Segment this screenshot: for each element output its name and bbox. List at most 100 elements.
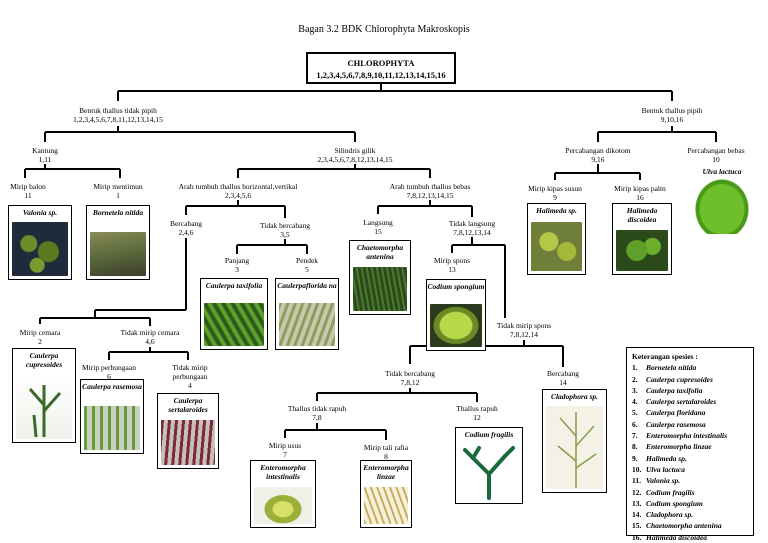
card-caulerpa-sertalaroides: Caulerpa sertalaroides: [157, 393, 219, 469]
legend-item-number: 10.: [632, 464, 642, 474]
legend-item: 7. Enteromorpha intestinalis: [632, 430, 748, 441]
legend-item: 12. Codium fragilis: [632, 487, 748, 498]
legend-item: 16.Halimeda discoidea: [632, 532, 748, 543]
legend-item: 6.Caulerpa rasemosa: [632, 419, 748, 430]
legend-item-name: Enteromorpha intestinalis: [646, 431, 728, 441]
chaetomorpha-photo: [353, 267, 407, 311]
card-valonia: Valonia sp.: [8, 205, 72, 280]
enteromorpha-linzae-photo: [364, 487, 408, 524]
legend-item: 1. Bornetela nitida: [632, 362, 748, 373]
codium-fragilis-plant-icon: [463, 446, 515, 500]
card-cladophora: Cladophora sp.: [542, 389, 607, 493]
legend-item-number: 4.: [632, 397, 638, 407]
legend-item: 4. Caulerpa sertalaroides: [632, 396, 748, 407]
card-enteromorpha-linzae: Enteromorpha linzae: [360, 460, 412, 528]
legend-item-number: 12.: [632, 487, 642, 497]
card-caulerpa-cupresoides: Caulerpa cupresoides: [12, 348, 76, 443]
card-halimeda-discoidea: Halimeda discoidea: [612, 203, 672, 275]
bornetela-photo: [90, 232, 146, 276]
root-numbers: 1,2,3,4,5,6,7,8,9,10,11,12,13,14,15,16: [316, 70, 446, 80]
caulerpa-sertalaroides-photo: [161, 420, 215, 465]
legend-item-name: Bornetela nitida: [646, 363, 697, 373]
legend-list: 1. Bornetela nitida 2. Caulerpa cupresoides…: [632, 362, 748, 543]
legend-item-number: 6.: [632, 419, 638, 429]
legend-item-name: Caulerpa floridana: [646, 408, 706, 418]
legend-item-name: Caulerpa sertalaroides: [646, 397, 717, 407]
legend-item-name: Ulva lactuca: [646, 464, 685, 474]
legend-item: 8. Enteromorpha linzae: [632, 441, 748, 452]
valonia-photo: [12, 222, 68, 276]
ulva-photo: [695, 179, 749, 234]
caulerpa-rasemosa-photo: [84, 406, 140, 450]
legend-item-name: Valonia sp.: [646, 476, 681, 486]
legend-item-name: Codium spongium: [646, 498, 703, 508]
enteromorpha-intestinalis-photo: [254, 487, 312, 524]
legend-item-number: 8.: [632, 442, 638, 452]
legend-item-number: 7.: [632, 431, 638, 441]
codium-spongium-photo: [430, 304, 482, 347]
caulerpa-floridana-photo: [279, 303, 335, 346]
halimeda-sp-photo: [531, 222, 582, 271]
legend-item-name: Codium fragilis: [646, 487, 695, 497]
legend-item-number: 9.: [632, 453, 638, 463]
legend-item-name: Caulerpa cupresoides: [646, 374, 713, 384]
card-halimeda-sp: Halimeda sp.: [527, 203, 586, 275]
root-node: CHLOROPHYTA 1,2,3,4,5,6,7,8,9,10,11,12,1…: [306, 52, 456, 84]
legend-item-number: 5.: [632, 408, 638, 418]
legend-item-name: Enteromorpha linzae: [646, 442, 712, 452]
diagram-title: Bagan 3.2 BDK Chlorophyta Makroskopis: [298, 24, 470, 35]
legend-item: 15.Chaetomorpha antenina: [632, 520, 748, 531]
card-ulva: Ulva lactuca: [692, 165, 752, 237]
legend-title: Keterangan spesies :: [632, 352, 698, 361]
legend-item: 11. Valonia sp.: [632, 475, 748, 486]
legend-item: 10. Ulva lactuca: [632, 464, 748, 475]
card-caulerpa-floridana: Caulerpaflorida na: [275, 278, 339, 350]
card-codium-fragilis: Codium fragilis: [455, 427, 523, 504]
caulerpa-taxifolia-photo: [204, 303, 264, 346]
card-chaetomorpha: Chaetomorpha antenina: [349, 240, 411, 315]
legend-item-number: 1.: [632, 363, 638, 373]
legend-item-number: 2.: [632, 374, 638, 384]
root-name: CHLOROPHYTA: [347, 58, 415, 68]
legend-item-number: 11.: [632, 476, 641, 486]
caulerpa-cupresoides-photo: [16, 375, 72, 439]
cupresoides-plant-icon: [28, 385, 62, 438]
card-bornetela: Bornetela nitida: [86, 205, 150, 280]
halimeda-discoidea-photo: [616, 230, 668, 271]
legend-item: 2. Caulerpa cupresoides: [632, 374, 748, 385]
codium-fragilis-photo: [459, 444, 519, 500]
legend-item: 3.Caulerpa taxifolia: [632, 385, 748, 396]
legend-item-number: 15.: [632, 521, 642, 531]
card-enteromorpha-intestinalis: Enteromorpha intestinalis: [250, 460, 316, 528]
cladophora-plant-icon: [557, 412, 597, 488]
cladophora-photo: [546, 406, 603, 489]
card-caulerpa-taxifolia: Caulerpa taxifolia: [200, 278, 268, 350]
legend-item-number: 14.: [632, 510, 642, 520]
